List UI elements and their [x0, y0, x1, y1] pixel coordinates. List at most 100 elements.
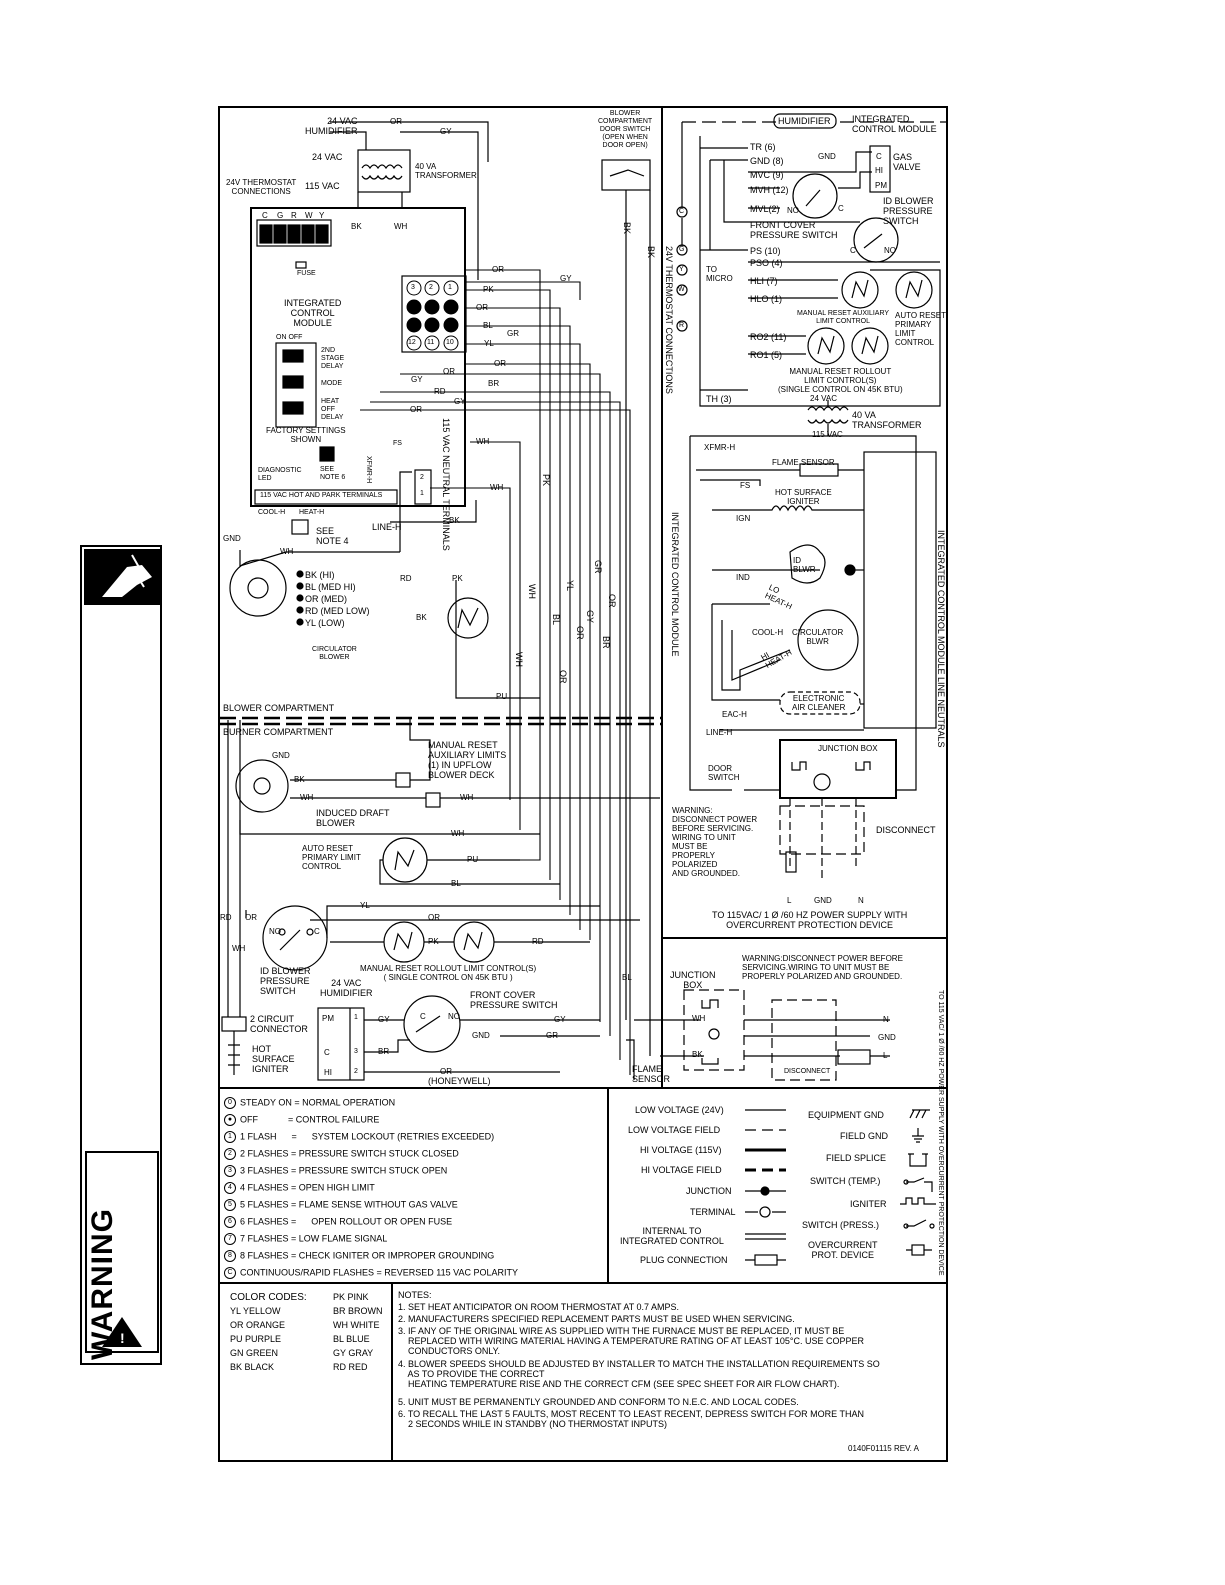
led-icon: ●	[224, 1114, 236, 1126]
24vac-right: 24 VAC	[810, 394, 837, 403]
term-mvc: MVC (9)	[750, 170, 784, 180]
pin-11: 11	[427, 339, 435, 346]
line-h-left: LINE-H	[372, 522, 402, 532]
junction-box-right: JUNCTION BOX	[818, 744, 878, 753]
led-icon: 8	[224, 1250, 236, 1262]
junction-box-left: JUNCTION BOX	[670, 970, 716, 990]
wire-gy-4: GY	[454, 397, 466, 406]
wire-yl-v: YL	[565, 580, 575, 592]
wire-br-2: BR	[378, 1047, 390, 1056]
icm-vertical-right: INTEGRATED CONTROL MODULE	[670, 512, 680, 657]
wire-or-7: OR	[428, 913, 440, 922]
thermostat-conn-vertical: 24V THERMOSTAT CONNECTIONS	[664, 246, 674, 394]
ps-left-c: C	[314, 927, 320, 936]
wire-wh-2: WH	[476, 437, 490, 446]
eac-h-right: EAC-H	[722, 710, 747, 719]
wire-rd-4: RD	[532, 937, 544, 946]
wire-yl-1: YL	[484, 339, 494, 348]
line-h-right: LINE-H	[706, 728, 733, 737]
hsi-left: HOT SURFACE IGNITER	[252, 1044, 295, 1074]
hum-3: 3	[354, 1048, 358, 1055]
wire-wh-v2: WH	[514, 652, 524, 667]
speed-med-low: RD (MED LOW)	[305, 606, 370, 616]
fs-left: FS	[393, 440, 402, 447]
wire-pk-3: PK	[428, 937, 439, 946]
wire-wh-7: WH	[451, 829, 465, 838]
dip-2nd-stage: 2ND STAGE DELAY	[321, 347, 345, 370]
icm-title: INTEGRATED CONTROL MODULE	[284, 298, 342, 328]
flame-sensor-right: FLAME SENSOR	[772, 458, 835, 467]
terminal-g: G	[277, 211, 284, 220]
ring-r: R	[679, 322, 685, 329]
ign-right: IGN	[736, 514, 751, 523]
led-icon: 6	[224, 1216, 236, 1228]
color-codes-title: COLOR CODES:	[230, 1292, 307, 1303]
plug-pin-1: 1	[420, 490, 424, 497]
line-neutrals-right: INTEGRATED CONTROL MODULE LINE NEUTRALS	[936, 530, 946, 748]
color-code: YL YELLOW	[230, 1306, 281, 1316]
doc-code: 0140F01115 REV. A	[848, 1444, 920, 1453]
wire-pk-1: PK	[483, 285, 494, 294]
wire-or-3: OR	[476, 303, 488, 312]
wire-gy-1: GY	[440, 127, 452, 136]
legend-plug-connection: PLUG CONNECTION	[640, 1255, 728, 1265]
n-right: N	[858, 896, 864, 905]
speed-hi: BK (HI)	[305, 570, 335, 580]
legend-equipment-gnd: EQUIPMENT GND	[808, 1110, 884, 1120]
led-icon: C	[224, 1267, 236, 1279]
wire-pu-2: PU	[467, 855, 479, 864]
wire-or-9: OR	[440, 1067, 452, 1076]
term-gnd: GND (8)	[750, 156, 784, 166]
wire-bk-2: BK	[449, 516, 460, 525]
color-code: BL BLUE	[333, 1334, 370, 1344]
term-hli: HLI (7)	[750, 276, 778, 286]
see-note4: SEE NOTE 4	[316, 526, 349, 546]
n-bottom: N	[883, 1015, 889, 1024]
gnd-right-2: GND	[814, 896, 832, 905]
wire-br-v: BR	[601, 636, 611, 649]
l-bottom: L	[883, 1051, 888, 1060]
dip-heat-off: HEAT OFF DELAY	[321, 398, 344, 421]
color-code: OR ORANGE	[230, 1320, 286, 1330]
ring-y: Y	[679, 266, 684, 273]
auto-reset-right: AUTO RESET PRIMARY LIMIT CONTROL	[895, 311, 946, 347]
terminal-w: W	[305, 211, 313, 220]
term-hlo: HLO (1)	[750, 294, 783, 304]
induced-draft-label: INDUCED DRAFT BLOWER	[316, 808, 390, 828]
auto-reset-left: AUTO RESET PRIMARY LIMIT CONTROL	[302, 844, 361, 871]
honeywell-label: (HONEYWELL)	[428, 1076, 491, 1086]
legend-hi-voltage: HI VOLTAGE (115V)	[640, 1145, 722, 1155]
plug-pin-2: 2	[420, 474, 424, 481]
terminal-r: R	[291, 211, 297, 220]
cool-h-right: COOL-H	[752, 628, 784, 637]
id-blower-ps-left: ID BLOWER PRESSURE SWITCH	[260, 966, 311, 996]
terminal-y: Y	[319, 211, 325, 220]
led-icon: 5	[224, 1199, 236, 1211]
gv-c: C	[876, 152, 882, 161]
115vac-label: 115 VAC	[305, 181, 340, 191]
term-tr: TR (6)	[750, 142, 776, 152]
wire-bk-3: BK	[416, 613, 427, 622]
wire-rd-1: RD	[434, 387, 446, 396]
svg-text:!: !	[120, 1330, 125, 1346]
pin-1: 1	[448, 284, 452, 291]
see-note6: SEE NOTE 6	[320, 466, 346, 481]
ring-w: W	[678, 286, 685, 293]
wire-pk-2: PK	[452, 574, 463, 583]
ring-c: C	[679, 208, 685, 215]
fuse-label: FUSE	[297, 270, 316, 277]
wire-bk-5: BK	[692, 1050, 703, 1059]
eac-right: ELECTRONIC AIR CLEANER	[792, 694, 846, 712]
note-6: 6. TO RECALL THE LAST 5 FAULTS, MOST REC…	[398, 1409, 864, 1429]
wiring-diagram-frame	[218, 106, 948, 1462]
wire-rd-2: RD	[400, 574, 412, 583]
legend-low-voltage-field: LOW VOLTAGE FIELD	[628, 1125, 721, 1135]
door-switch-top: BLOWER COMPARTMENT DOOR SWITCH (OPEN WHE…	[598, 110, 653, 149]
warning-right: WARNING: DISCONNECT POWER BEFORE SERVICI…	[672, 806, 758, 878]
color-code: BK BLACK	[230, 1362, 275, 1372]
wire-or-5: OR	[443, 367, 455, 376]
